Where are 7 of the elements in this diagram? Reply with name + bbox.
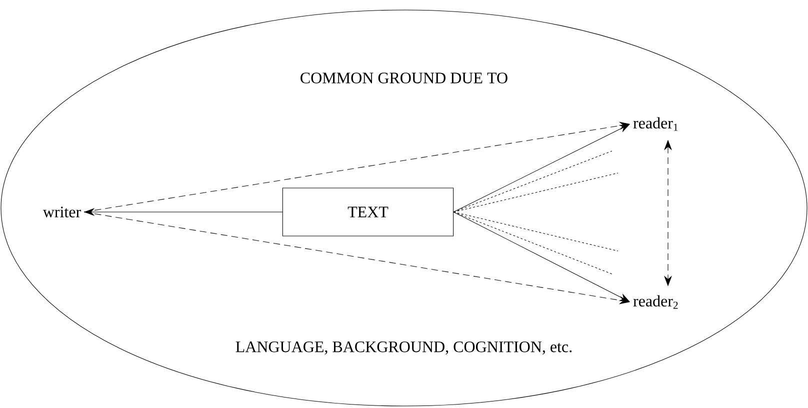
dotted-line: [453, 212, 612, 274]
label-text: reader$_{1}$: [633, 117, 678, 131]
dotted-line: [453, 150, 612, 212]
dotted-line: [453, 172, 618, 212]
label-text: writer: [42, 206, 81, 218]
text-box: TEXT: [282, 188, 454, 236]
label-text: reader$_{2}$: [633, 295, 678, 309]
